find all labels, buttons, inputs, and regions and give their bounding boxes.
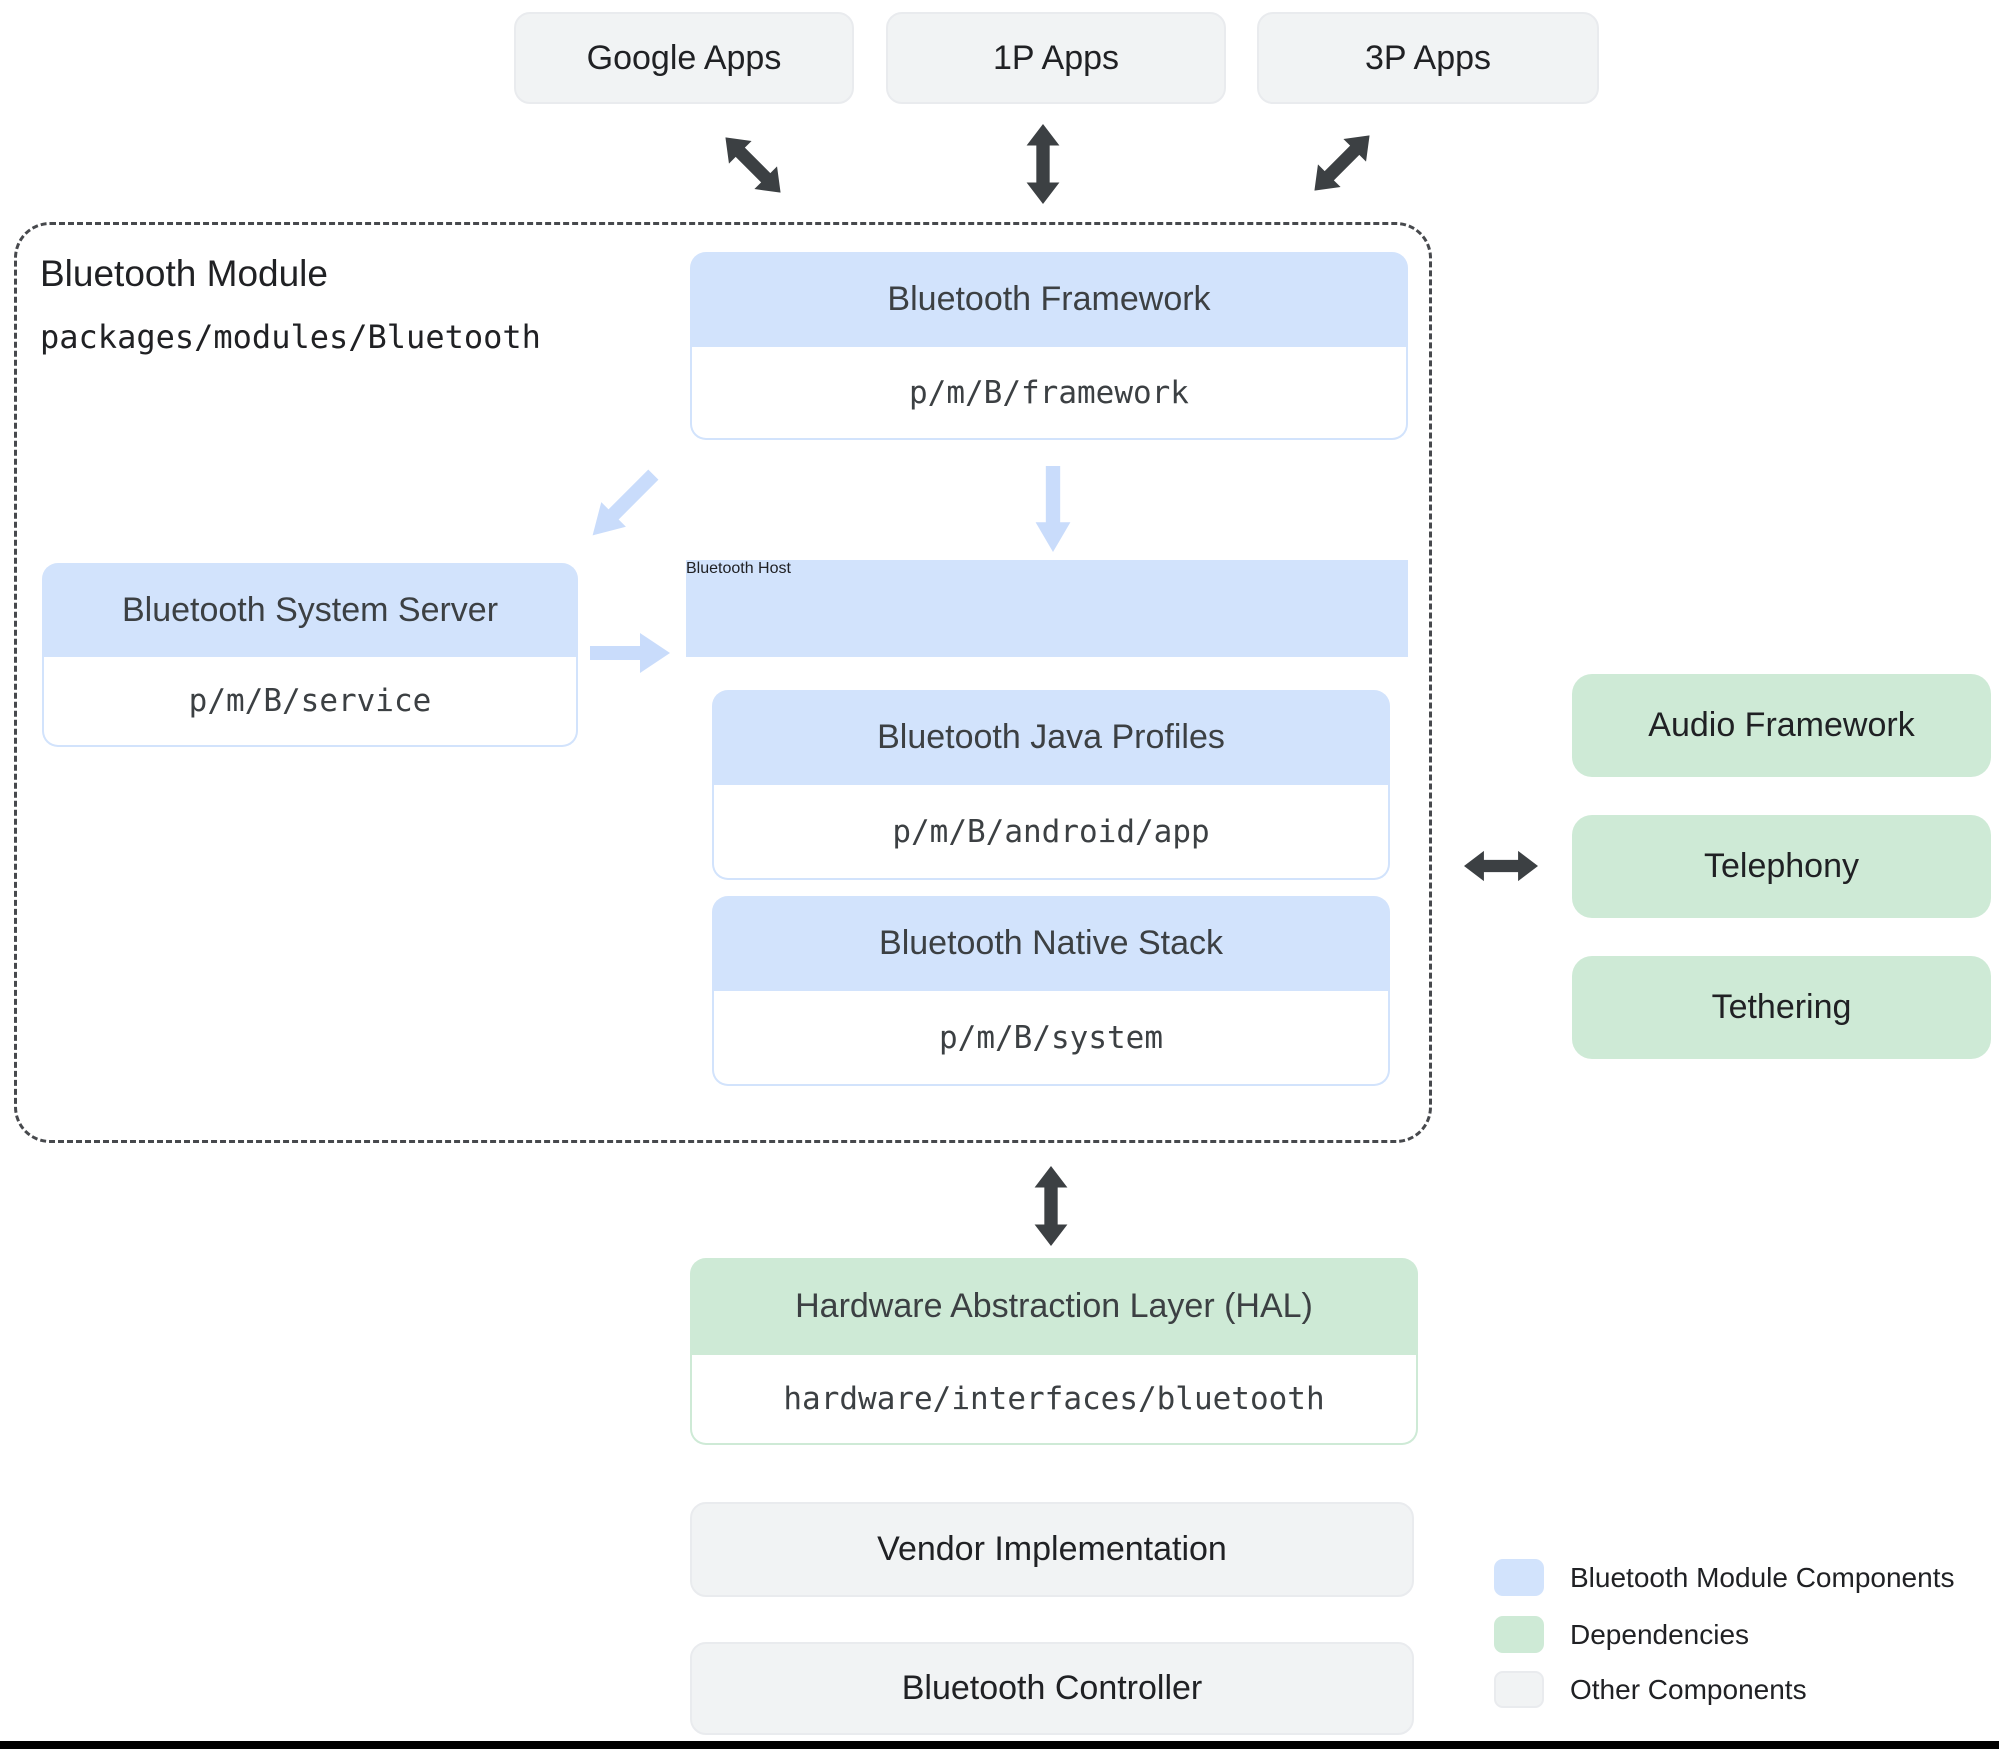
telephony-box: Telephony: [1572, 815, 1991, 918]
vendor-implementation-box: Vendor Implementation: [690, 1502, 1414, 1597]
legend-item-dependencies: Dependencies: [1494, 1616, 1749, 1653]
hal-body: hardware/interfaces/bluetooth: [690, 1355, 1418, 1445]
bluetooth-controller-label: Bluetooth Controller: [901, 1669, 1203, 1707]
arrow-right-icon: [590, 632, 670, 674]
legend-swatch-gray: [1494, 1671, 1544, 1708]
audio-framework-box: Audio Framework: [1572, 674, 1991, 777]
bottom-edge-bar: [0, 1741, 1999, 1749]
bluetooth-module-title: Bluetooth Module: [40, 253, 328, 294]
legend-item-other-components: Other Components: [1494, 1671, 1807, 1708]
legend-label: Other Components: [1570, 1673, 1807, 1705]
legend-label: Bluetooth Module Components: [1570, 1561, 1955, 1593]
double-arrow-diagonal-icon: [713, 125, 794, 206]
bluetooth-java-profiles-box: Bluetooth Java Profiles p/m/B/android/ap…: [712, 690, 1390, 880]
1p-apps-box: 1P Apps: [886, 12, 1226, 104]
3p-apps-label: 3P Apps: [1364, 38, 1492, 77]
bluetooth-system-server-header: Bluetooth System Server: [42, 563, 578, 657]
bluetooth-host-body: [686, 655, 1408, 657]
hal-path: hardware/interfaces/bluetooth: [783, 1381, 1325, 1417]
3p-apps-box: 3P Apps: [1257, 12, 1599, 104]
tethering-label: Tethering: [1711, 988, 1852, 1026]
bluetooth-framework-body: p/m/B/framework: [690, 347, 1408, 440]
google-apps-label: Google Apps: [586, 38, 782, 77]
double-arrow-vertical-icon: [1025, 124, 1061, 204]
double-arrow-diagonal-icon: [1302, 123, 1383, 204]
bluetooth-framework-title: Bluetooth Framework: [887, 280, 1211, 318]
hal-box: Hardware Abstraction Layer (HAL) hardwar…: [690, 1258, 1418, 1445]
hal-title: Hardware Abstraction Layer (HAL): [795, 1287, 1313, 1325]
telephony-label: Telephony: [1703, 847, 1859, 885]
double-arrow-horizontal-icon: [1464, 848, 1538, 884]
bluetooth-java-profiles-path: p/m/B/android/app: [892, 813, 1210, 850]
legend-label: Dependencies: [1570, 1618, 1750, 1650]
bluetooth-java-profiles-title: Bluetooth Java Profiles: [877, 718, 1225, 756]
bluetooth-framework-box: Bluetooth Framework p/m/B/framework: [690, 252, 1408, 440]
audio-framework-label: Audio Framework: [1648, 706, 1915, 744]
legend-swatch-blue: [1494, 1559, 1544, 1596]
bluetooth-framework-path: p/m/B/framework: [909, 374, 1189, 411]
bluetooth-host-box: Bluetooth Host: [686, 560, 1408, 1112]
bluetooth-native-stack-title: Bluetooth Native Stack: [879, 924, 1223, 962]
bluetooth-system-server-path: p/m/B/service: [188, 683, 432, 719]
bluetooth-host-title: Bluetooth Host: [686, 560, 791, 577]
hal-header: Hardware Abstraction Layer (HAL): [690, 1258, 1418, 1355]
double-arrow-vertical-icon: [1033, 1166, 1069, 1246]
bluetooth-native-stack-body: p/m/B/system: [712, 991, 1390, 1086]
bluetooth-system-server-box: Bluetooth System Server p/m/B/service: [42, 563, 578, 747]
arrow-down-icon: [1034, 466, 1072, 552]
legend-item-module-components: Bluetooth Module Components: [1494, 1559, 1954, 1596]
arrow-down-left-icon: [579, 461, 667, 549]
bluetooth-module-boundary: [14, 222, 1432, 1143]
legend-swatch-green: [1494, 1616, 1544, 1653]
bluetooth-java-profiles-header: Bluetooth Java Profiles: [712, 690, 1390, 785]
1p-apps-label: 1P Apps: [992, 38, 1120, 77]
bluetooth-java-profiles-body: p/m/B/android/app: [712, 785, 1390, 880]
vendor-implementation-label: Vendor Implementation: [877, 1530, 1227, 1568]
bluetooth-native-stack-path: p/m/B/system: [939, 1019, 1163, 1056]
google-apps-box: Google Apps: [514, 12, 854, 104]
bluetooth-system-server-title: Bluetooth System Server: [121, 590, 499, 629]
bluetooth-controller-box: Bluetooth Controller: [690, 1642, 1414, 1735]
bluetooth-native-stack-box: Bluetooth Native Stack p/m/B/system: [712, 896, 1390, 1086]
bluetooth-native-stack-header: Bluetooth Native Stack: [712, 896, 1390, 991]
bluetooth-framework-header: Bluetooth Framework: [690, 252, 1408, 347]
bluetooth-system-server-body: p/m/B/service: [42, 657, 578, 747]
tethering-box: Tethering: [1572, 956, 1991, 1059]
bluetooth-host-header: Bluetooth Host: [686, 560, 1408, 655]
bluetooth-module-path: packages/modules/Bluetooth: [40, 318, 541, 356]
